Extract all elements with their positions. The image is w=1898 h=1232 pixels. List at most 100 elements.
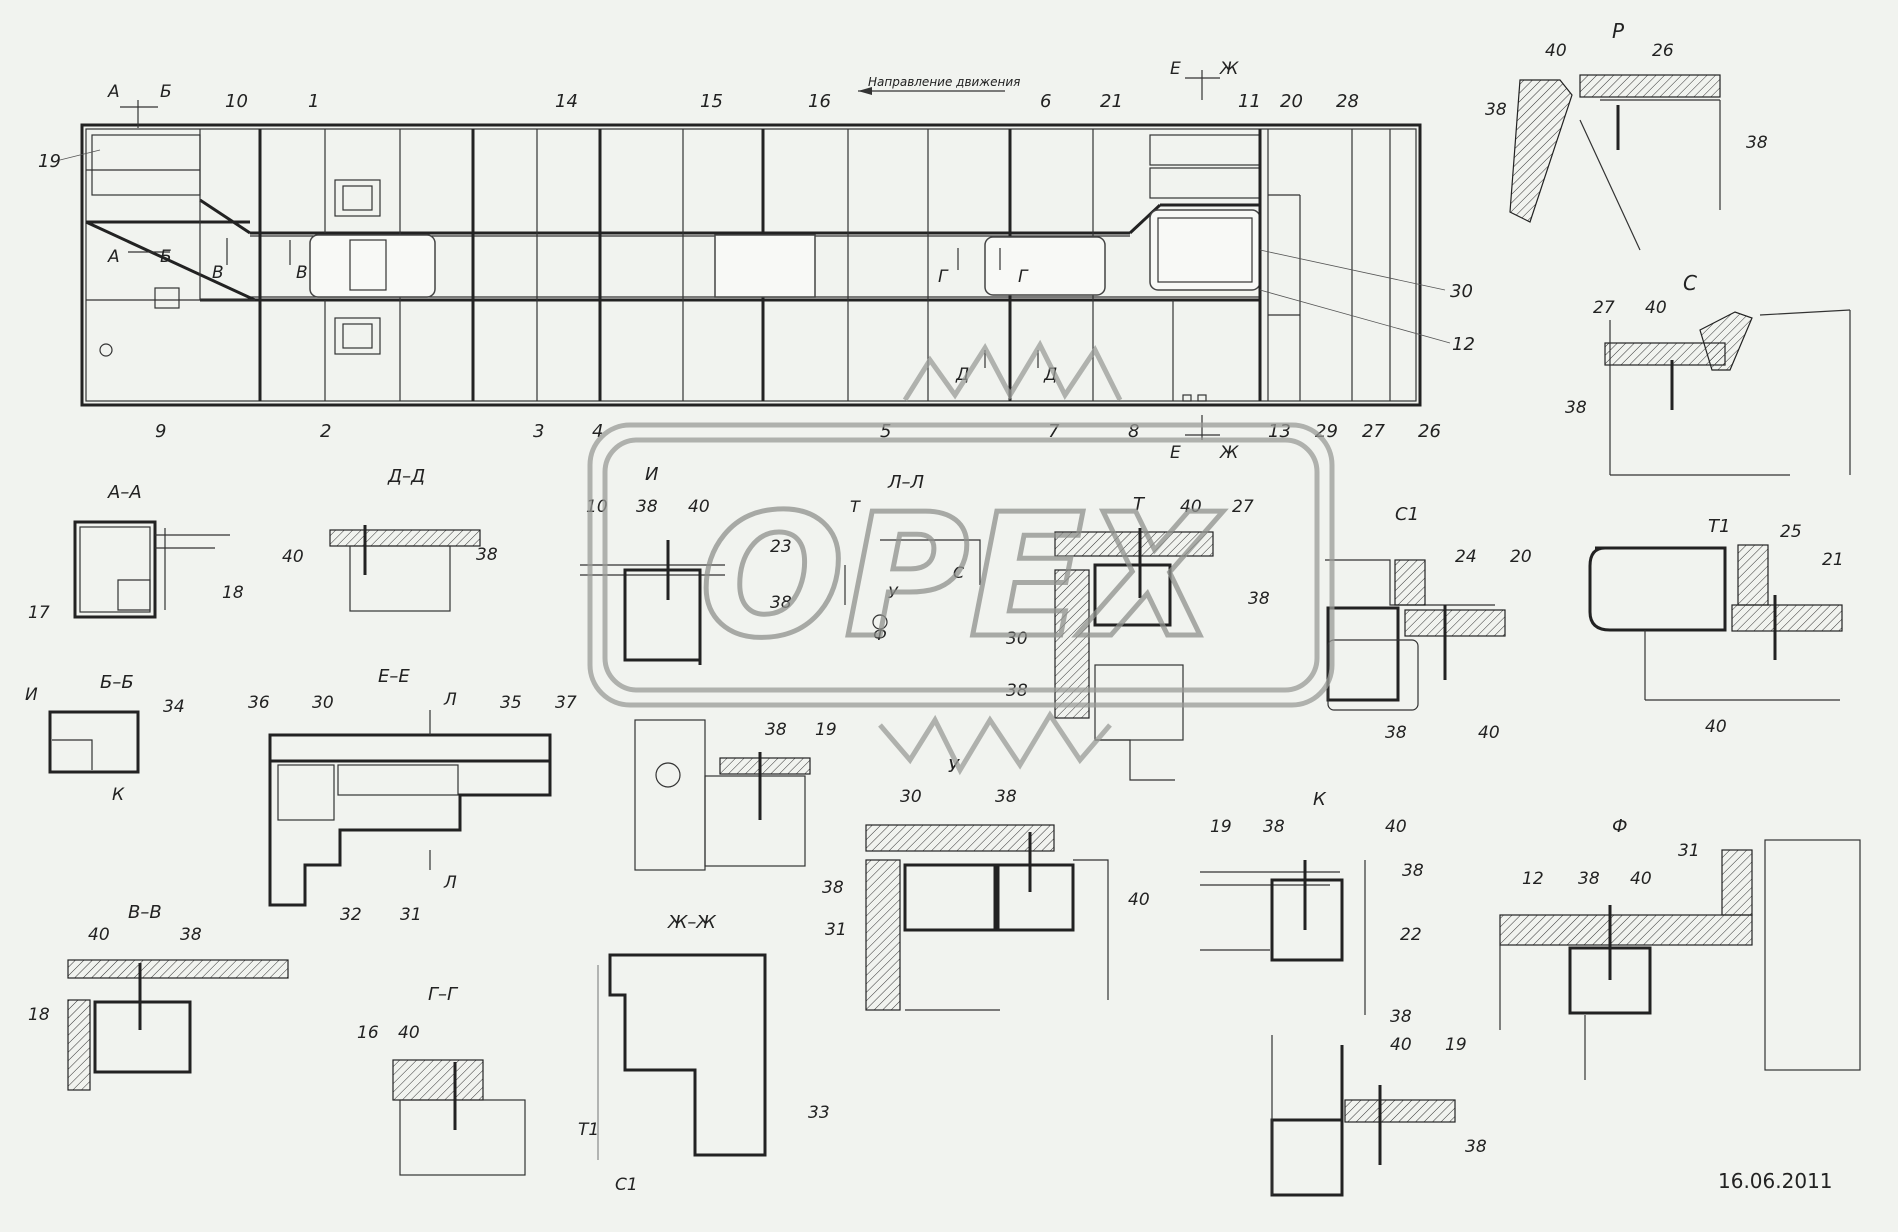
callout-p35: 35 — [500, 693, 522, 713]
callout-p27: 27 — [1593, 298, 1615, 318]
direction-label: Направление движения — [868, 75, 1020, 89]
callout-p38: 38 — [770, 593, 792, 613]
label-r: Р — [1612, 19, 1625, 43]
callout-p6: 6 — [1040, 91, 1051, 112]
callout-p20: 20 — [1510, 547, 1532, 567]
callout-p38: 38 — [1385, 723, 1407, 743]
plan-callouts: 19 10 1 14 15 16 6 21 11 20 28 30 12 9 2… — [38, 91, 1475, 442]
callout-p23: 23 — [770, 537, 792, 557]
callout-p40: 40 — [1705, 717, 1727, 737]
callout-p12: 12 — [1452, 334, 1475, 355]
callout-p19: 19 — [1445, 1035, 1467, 1055]
callout-p22: 22 — [1400, 925, 1422, 945]
callout-p20: 20 — [1280, 91, 1303, 112]
label-v: В — [212, 263, 224, 283]
drawing-date: 16.06.2011 — [1718, 1169, 1833, 1193]
callout-p19: 19 — [38, 151, 61, 172]
label-t1: Т1 — [1708, 516, 1730, 537]
callout-p24: 24 — [1455, 547, 1477, 567]
detail-R: Р 40 26 38 38 — [1485, 19, 1768, 251]
callout-p11: 11 — [1238, 91, 1261, 112]
callout-p40: 40 — [398, 1023, 420, 1043]
section-ZhZh: Ж–Ж 33 Т1 С1 — [578, 912, 830, 1195]
callout-p40: 40 — [1385, 817, 1407, 837]
callout-p12: 12 — [1522, 869, 1544, 889]
callout-p3: 3 — [533, 421, 544, 442]
callout-p18: 18 — [222, 583, 244, 603]
callout-p40: 40 — [1478, 723, 1500, 743]
callout-p31: 31 — [825, 920, 847, 940]
callout-p16: 16 — [808, 91, 831, 112]
callout-p30: 30 — [1006, 629, 1028, 649]
label-s1: С1 — [1395, 504, 1419, 525]
label-zh: Ж — [1219, 59, 1239, 79]
label-t1: Т1 — [578, 1120, 599, 1140]
label-i: И — [25, 685, 38, 705]
callout-p31: 31 — [1678, 841, 1700, 861]
detail-S1: С1 24 20 38 40 — [1325, 504, 1532, 743]
label-a: А — [107, 247, 120, 267]
callout-p40: 40 — [1128, 890, 1150, 910]
detail-T1: Т1 25 21 40 — [1588, 516, 1844, 737]
section-GG: Г–Г 16 40 — [357, 984, 526, 1176]
callout-p38: 38 — [1746, 133, 1768, 153]
callout-p36: 36 — [248, 693, 270, 713]
callout-p38: 38 — [1248, 589, 1270, 609]
callout-p21: 21 — [1100, 91, 1123, 112]
cross-members — [258, 129, 1174, 401]
label-vv: В–В — [128, 902, 162, 923]
label-b: Б — [160, 82, 172, 102]
callout-p38: 38 — [1578, 869, 1600, 889]
label-t: Т — [1133, 494, 1146, 515]
callout-p33: 33 — [808, 1103, 830, 1123]
label-a: А — [107, 82, 120, 102]
section-AA: А–А 17 18 — [28, 482, 244, 623]
callout-p40: 40 — [88, 925, 110, 945]
watermark-text: ОРЕХ — [700, 478, 1224, 676]
section-DD: Д–Д 40 38 — [282, 466, 498, 612]
label-f: Ф — [1612, 816, 1628, 837]
callout-p16: 16 — [357, 1023, 379, 1043]
label-u: У — [888, 583, 899, 602]
detail-F: Ф 12 38 40 31 — [1499, 816, 1861, 1080]
callout-p40: 40 — [1545, 41, 1567, 61]
callout-p38: 38 — [476, 545, 498, 565]
section-LL: Л–Л Т С У Ф — [844, 472, 981, 644]
callout-p40: 40 — [688, 497, 710, 517]
callout-p38: 38 — [1465, 1137, 1487, 1157]
callout-p38: 38 — [995, 787, 1017, 807]
section-VV: В–В 40 38 18 — [28, 902, 289, 1091]
label-zh: Ж — [1219, 443, 1239, 463]
label-s: С — [953, 563, 965, 582]
floor-plan — [80, 123, 1422, 407]
callout-p38: 38 — [1263, 817, 1285, 837]
label-e: Е — [1170, 443, 1181, 463]
callout-p10: 10 — [225, 91, 248, 112]
callout-p9: 9 — [155, 421, 166, 442]
callout-p34: 34 — [163, 697, 185, 717]
callout-p28: 28 — [1336, 91, 1359, 112]
callout-p14: 14 — [555, 91, 578, 112]
label-k: К — [112, 785, 125, 805]
detail-K: К 19 38 40 38 22 38 40 19 38 — [1200, 789, 1487, 1197]
label-s: С — [1683, 271, 1697, 295]
callout-p40: 40 — [1180, 497, 1202, 517]
callout-p26: 26 — [1418, 421, 1441, 442]
callout-p40: 40 — [282, 547, 304, 567]
callout-p19: 19 — [1210, 817, 1232, 837]
label-e: Е — [1170, 59, 1181, 79]
detail-I: И 10 38 40 23 38 38 19 — [580, 464, 837, 871]
label-l: Л — [443, 690, 457, 710]
section-BB: Б–Б 34 И К — [25, 672, 185, 805]
label-zhzh: Ж–Ж — [667, 912, 716, 933]
callout-p38: 38 — [765, 720, 787, 740]
label-gg: Г–Г — [428, 984, 459, 1005]
cut-marks: А Б Е Ж Е Ж А Б В В Г Г Д Д — [107, 59, 1239, 463]
callout-p38: 38 — [822, 878, 844, 898]
callout-p30: 30 — [1450, 281, 1473, 302]
callout-p32: 32 — [340, 905, 362, 925]
label-g: Г — [1018, 267, 1029, 287]
label-b: Б — [160, 247, 172, 267]
